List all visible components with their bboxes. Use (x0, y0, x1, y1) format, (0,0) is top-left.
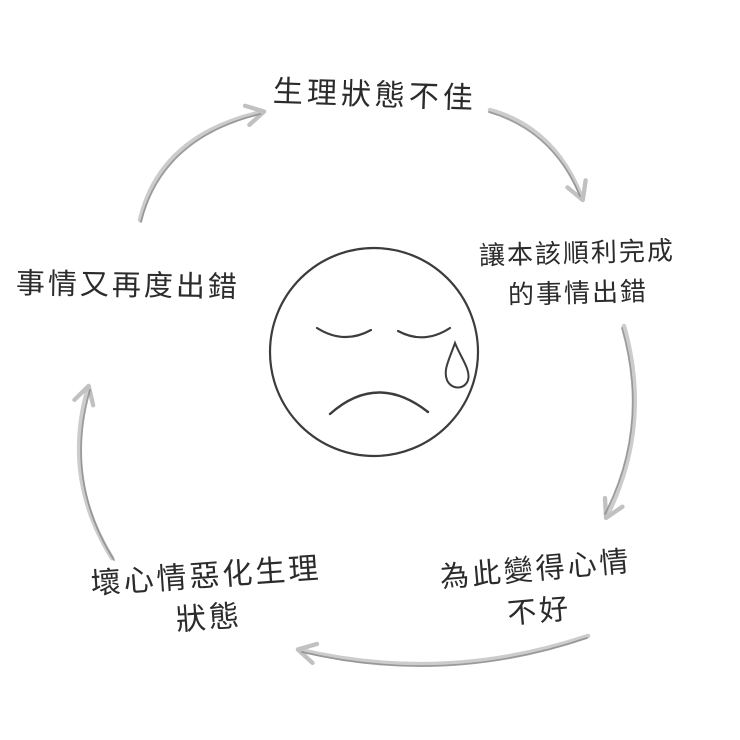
node-top: 生理狀態不佳 (249, 66, 500, 119)
node-right-top: 讓本該順利完成 的事情出錯 (459, 231, 696, 317)
node-left-text: 事情又再度出錯 (15, 266, 241, 304)
arrow-right-top-to-right-bottom (602, 323, 637, 521)
frown-mouth-icon (328, 391, 430, 416)
left-eye-icon (315, 326, 373, 339)
tear-drop-icon (444, 340, 470, 389)
right-eye-icon (396, 326, 452, 339)
node-top-text: 生理狀態不佳 (272, 74, 478, 117)
arrow-right-bottom-to-bottom-left (295, 633, 591, 667)
arrow-top-to-right-top (487, 107, 588, 203)
sad-face-icon (268, 246, 480, 458)
node-right-top-text-line1: 讓本該順利完成 (478, 236, 676, 272)
node-left: 事情又再度出錯 (8, 260, 249, 306)
arrow-bottom-left-to-left (72, 383, 115, 561)
face-outline (268, 246, 480, 458)
arrow-left-to-top (137, 103, 267, 223)
node-right-top-text-line2: 的事情出錯 (507, 277, 649, 311)
